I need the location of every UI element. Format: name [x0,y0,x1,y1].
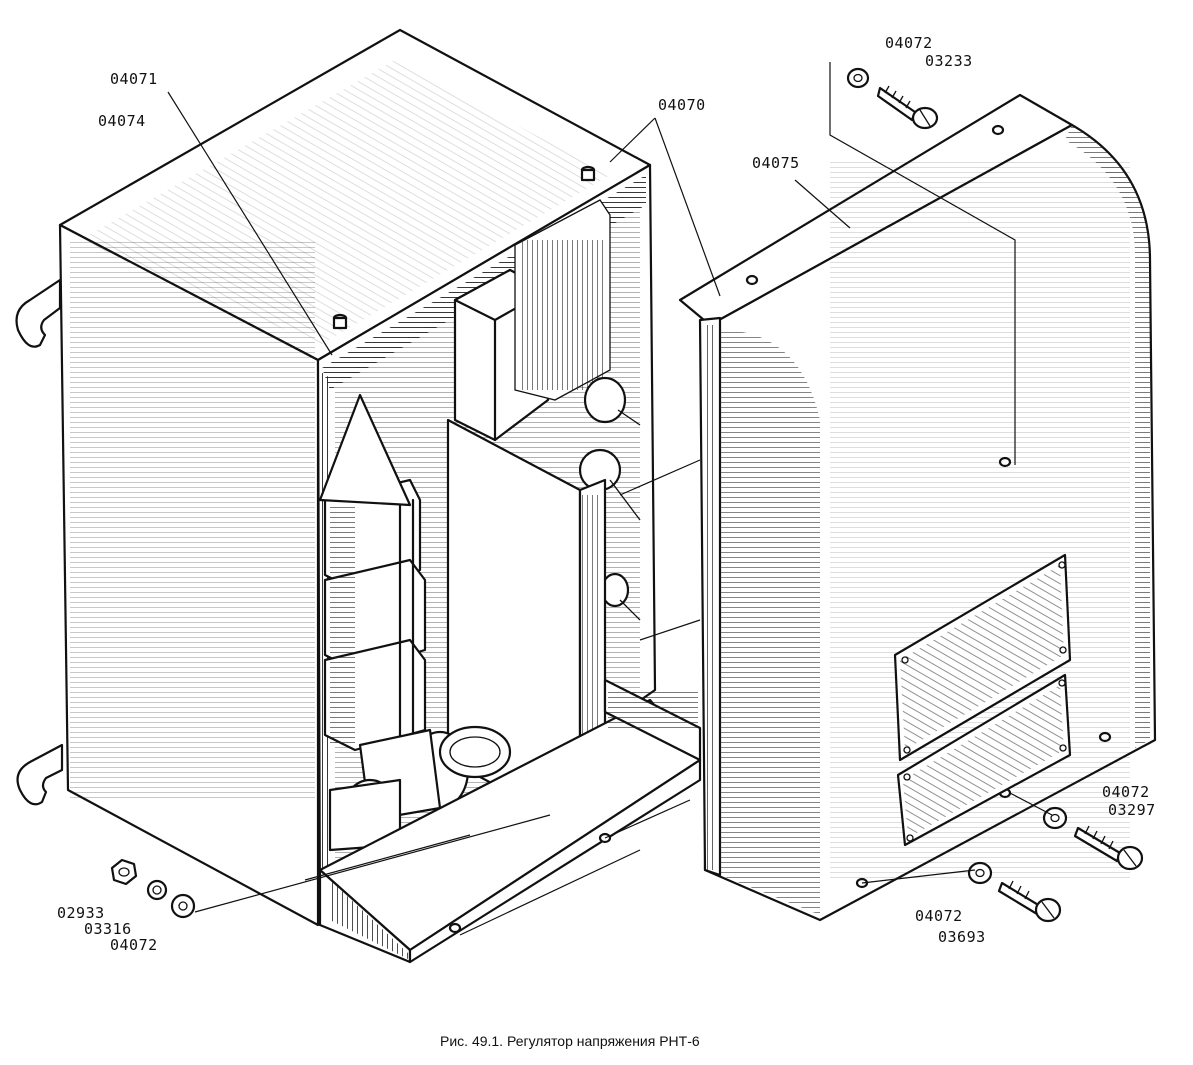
label-03233: 03233 [925,52,973,70]
nut-02933 [110,858,138,886]
label-03297: 03297 [1108,801,1156,819]
label-02933: 02933 [57,904,105,922]
screw-03693 [997,880,1062,923]
name-plates [893,553,1072,847]
capacitors [328,725,512,852]
label-03316: 03316 [84,920,132,938]
label-03693: 03693 [938,928,986,946]
leader-lines [167,62,1053,936]
radiator-fins [514,199,611,401]
right-cover [678,93,1157,922]
screw-03233 [876,85,939,130]
stacked-cores [318,393,427,752]
figure-caption: Рис. 49.1. Регулятор напряжения РНТ-6 [440,1033,700,1049]
fasteners [110,67,1144,923]
label-04072-bottom: 04072 [915,907,963,925]
knobs [578,376,641,621]
label-04070: 04070 [658,96,706,114]
internal-components [318,199,641,894]
label-04072-left: 04072 [110,936,158,954]
label-04072-top: 04072 [885,34,933,52]
label-04074: 04074 [98,112,146,130]
washer-04072-left [170,893,196,919]
label-04071: 04071 [110,70,158,88]
label-04075: 04075 [752,154,800,172]
spring-washer-03316 [146,879,168,901]
screw-03297 [1073,825,1144,871]
part-labels: 04071 04074 04070 04075 04072 03233 0407… [57,34,1156,954]
label-04072-right: 04072 [1102,783,1150,801]
base-tray [318,678,702,964]
